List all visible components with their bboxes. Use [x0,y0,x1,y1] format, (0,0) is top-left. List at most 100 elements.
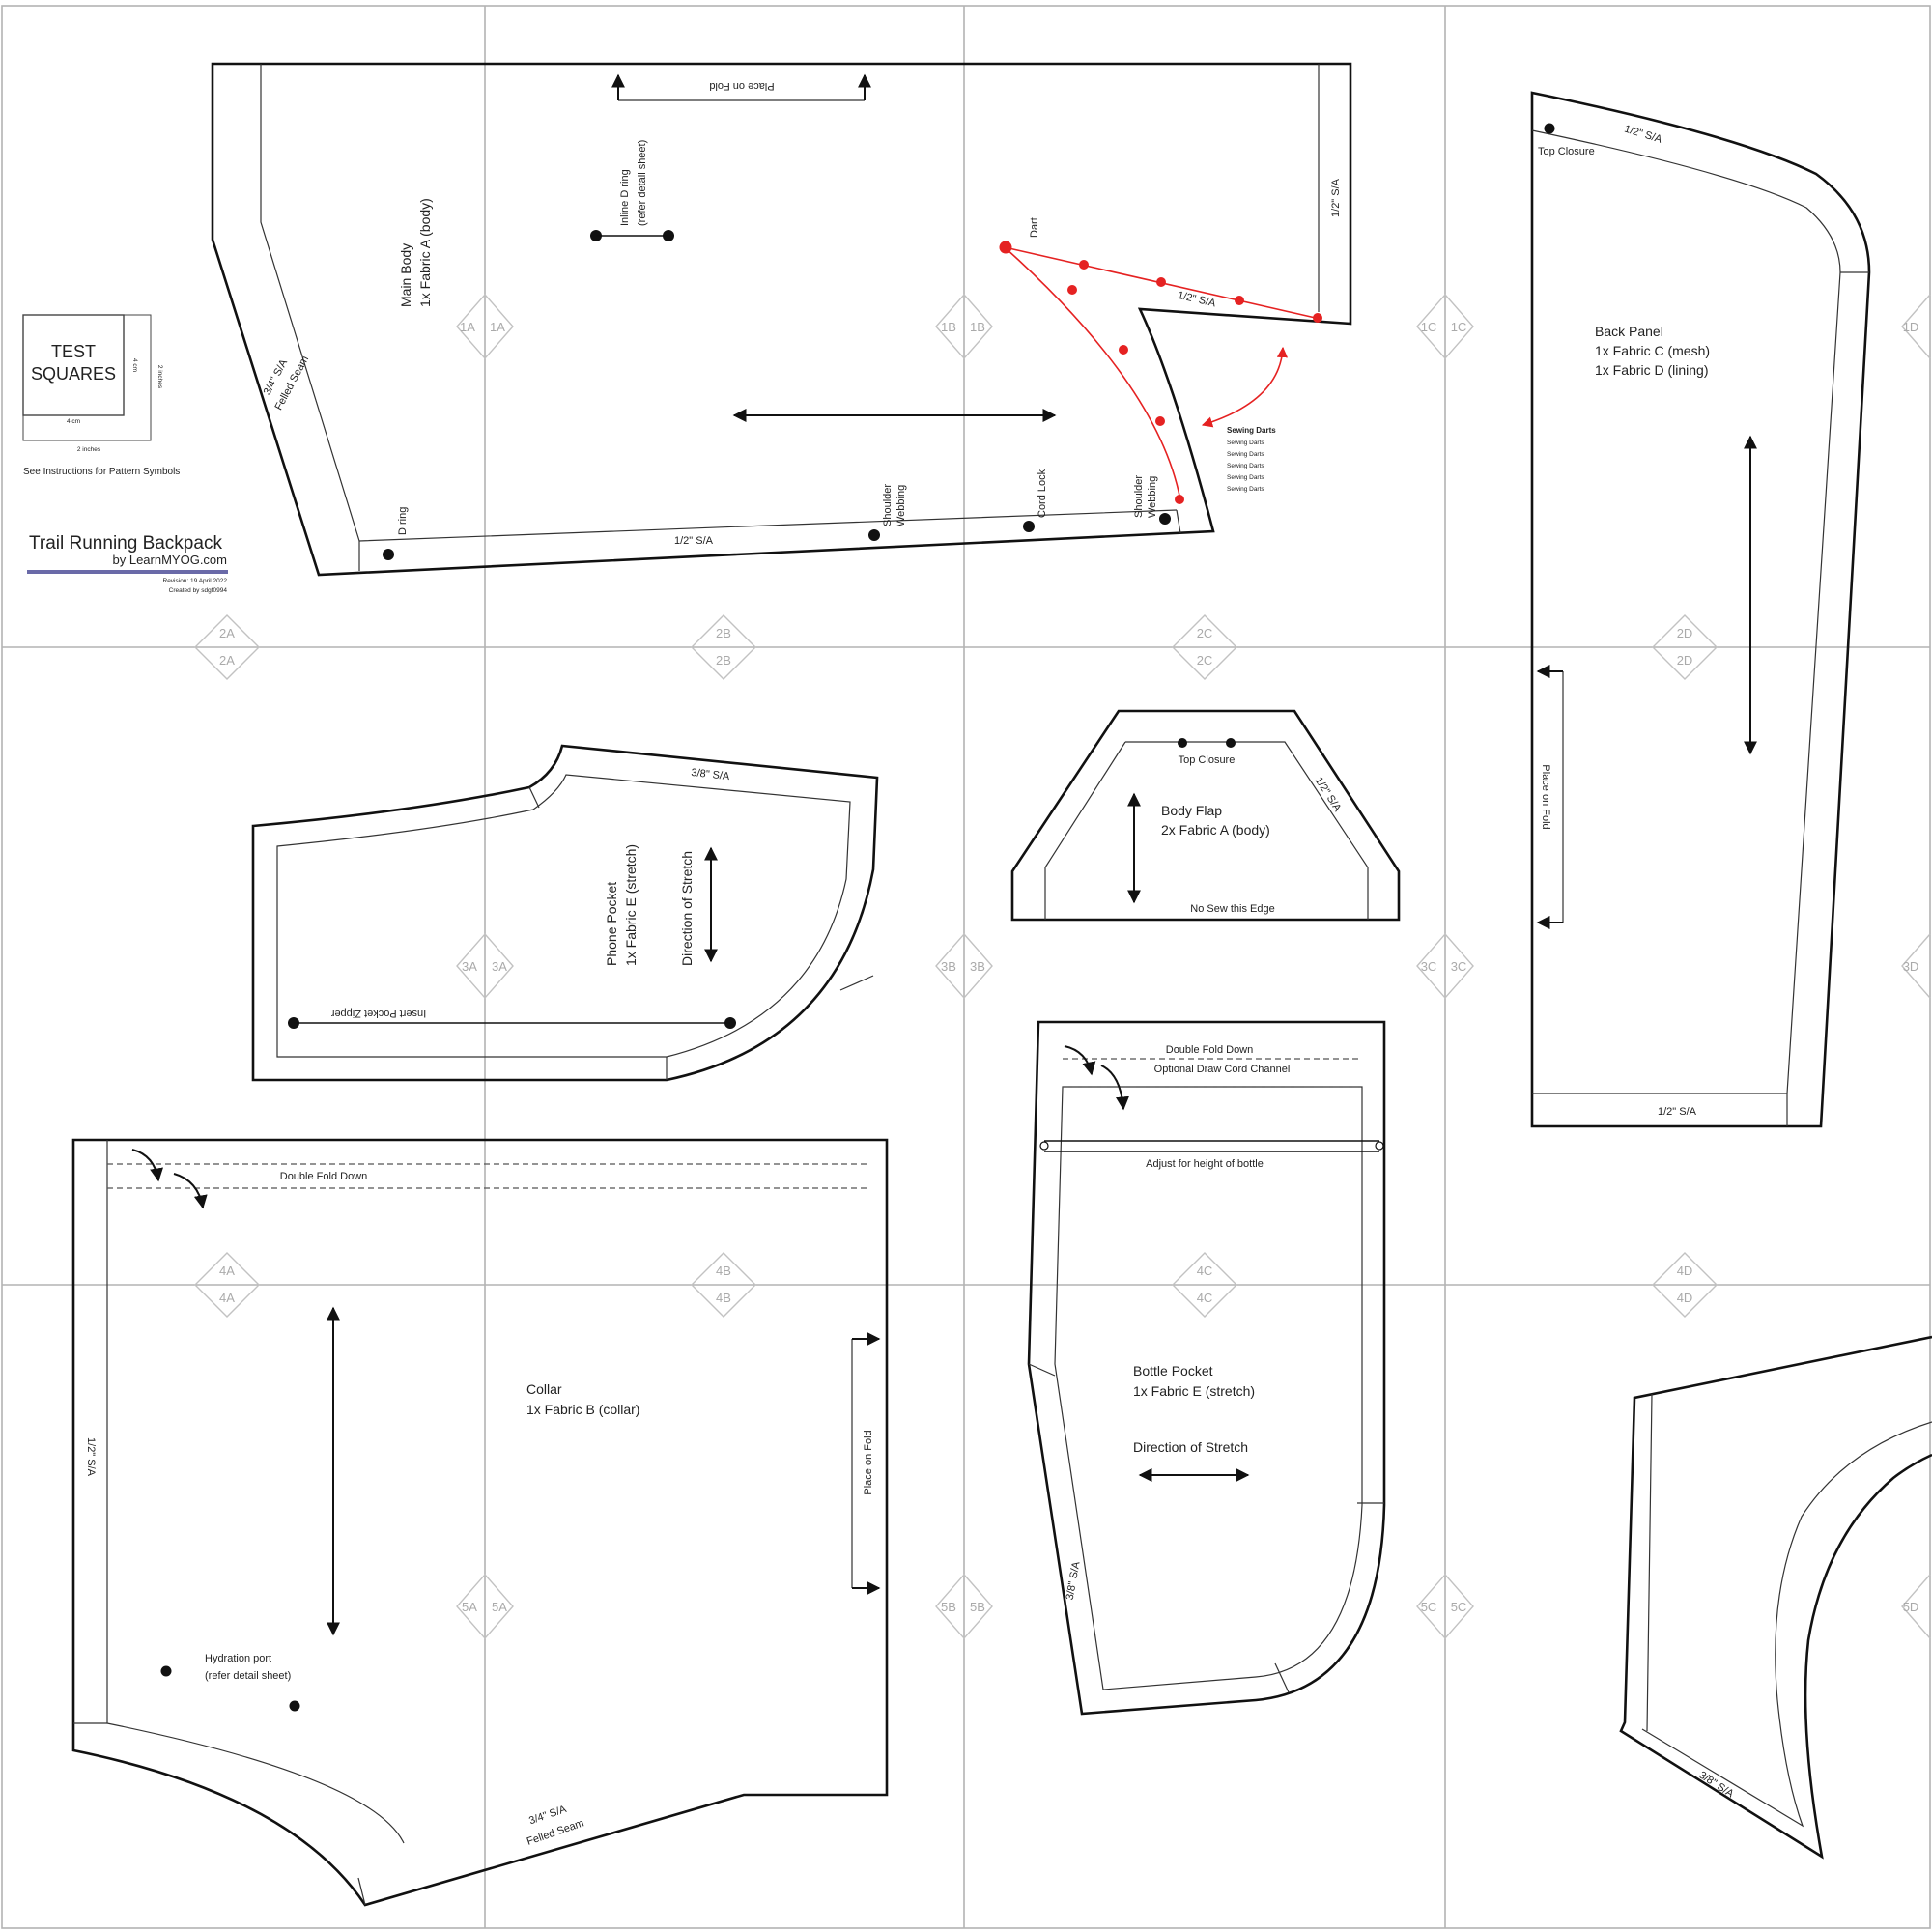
bottle-pocket-name: Bottle Pocket [1133,1363,1213,1378]
dart-sa-label: 1/2" S/A [1177,290,1217,310]
svg-text:4D: 4D [1677,1291,1693,1305]
page-marker-3B: 3B 3B [935,932,993,1000]
bottle-pocket-fabric: 1x Fabric E (stretch) [1133,1383,1255,1399]
body-flap-name: Body Flap [1161,803,1222,818]
cord-lock-label: Cord Lock [1037,469,1048,518]
bottle-pocket-adjust: Adjust for height of bottle [1146,1158,1264,1170]
bottle-pocket-sa: 3/8" S/A [1065,1560,1083,1601]
page-marker-1A: 1A 1A [456,293,514,360]
test-squares: TEST SQUARES 4 cm 2 inches 4 cm 2 inches… [22,314,180,477]
page-marker-4D: 4D 4D [1652,1252,1718,1318]
svg-text:3C: 3C [1451,959,1467,974]
page-marker-4B: 4B 4B [691,1252,756,1318]
svg-text:2C: 2C [1197,626,1213,640]
svg-text:2D: 2D [1677,626,1693,640]
svg-text:3B: 3B [941,959,956,974]
svg-text:4B: 4B [716,1264,731,1278]
back-panel-place-on-fold: Place on Fold [1540,764,1551,829]
svg-text:1A: 1A [460,320,475,334]
d-ring-label: D ring [397,507,409,535]
phone-pocket-fabric: 1x Fabric E (stretch) [623,844,639,966]
test-squares-inch-label: 2 inches [77,446,101,453]
svg-text:3D: 3D [1903,959,1919,974]
svg-text:4C: 4C [1197,1291,1213,1305]
main-body-sa-right: 1/2" S/A [1330,178,1342,217]
title-underline [27,570,228,574]
main-body-sa-bottom: 1/2" S/A [674,535,714,547]
svg-text:4A: 4A [219,1264,235,1278]
sewing-darts-note: Sewing Darts Sewing Darts Sewing Darts S… [1227,426,1276,493]
svg-text:2D: 2D [1677,653,1693,668]
svg-text:1A: 1A [490,320,505,334]
piece-phone-pocket: 3/8" S/A Phone Pocket 1x Fabric E (stret… [251,744,879,1082]
bottle-pocket-double-fold: Double Fold Down [1166,1044,1254,1056]
svg-text:3A: 3A [462,959,477,974]
svg-text:5B: 5B [970,1600,985,1614]
body-flap-fabric: 2x Fabric A (body) [1161,822,1270,838]
svg-text:4B: 4B [716,1291,731,1305]
collar-double-fold: Double Fold Down [280,1171,368,1182]
svg-text:4D: 4D [1677,1264,1693,1278]
page-marker-3C: 3C 3C [1416,932,1474,1000]
page-marker-1D: 1D [1901,294,1931,359]
pattern-symbols-note: See Instructions for Pattern Symbols [23,467,180,477]
piece-body-flap: Top Closure 1/2" S/A Body Flap 2x Fabric… [1010,709,1401,922]
svg-text:2A: 2A [219,653,235,668]
pattern-revision: Revision: 19 April 2022 [163,578,228,584]
svg-text:2B: 2B [716,626,731,640]
sewing-darts-line-4: Sewing Darts [1227,474,1264,481]
shoulder-webbing-label-1: Shoulder [882,484,894,526]
piece-bottle-pocket: Double Fold Down Optional Draw Cord Chan… [1027,1020,1386,1716]
page-marker-4A: 4A 4A [194,1252,260,1318]
main-body-fabric: 1x Fabric A (body) [417,198,433,307]
collar-sa-left: 1/2" S/A [85,1437,97,1477]
shoulder-webbing-label-1b: Webbing [895,485,907,526]
page-marker-2B: 2B 2B [691,614,756,680]
pattern-creator: Created by sdgf0994 [169,587,228,594]
inline-d-ring-label: Inline D ring [619,169,631,226]
test-squares-inch-side: 2 inches [156,365,163,389]
test-squares-cm-side: 4 cm [131,358,138,372]
back-panel-sa-bottom: 1/2" S/A [1658,1106,1697,1118]
svg-text:2A: 2A [219,626,235,640]
piece-partial-bottom-right: 3/8" S/A [1619,1335,1932,1860]
collar-place-on-fold: Place on Fold [863,1430,874,1494]
phone-pocket-name: Phone Pocket [604,882,619,966]
main-body-name: Main Body [398,243,413,307]
page-marker-5B: 5B 5B [935,1573,993,1640]
tile-grid [1,5,1931,1929]
svg-text:1B: 1B [970,320,985,334]
back-panel-sa-top: 1/2" S/A [1623,124,1663,146]
test-squares-title-1: TEST [51,342,96,361]
title-block: Trail Running Backpack by LearnMYOG.com … [27,533,228,594]
bottle-pocket-direction: Direction of Stretch [1133,1439,1248,1455]
svg-text:3B: 3B [970,959,985,974]
sewing-darts-line-2: Sewing Darts [1227,451,1264,458]
shoulder-webbing-label-2b: Webbing [1147,476,1158,518]
svg-text:2B: 2B [716,653,731,668]
inline-d-ring-note: (refer detail sheet) [637,140,648,226]
sewing-darts-line-3: Sewing Darts [1227,463,1264,469]
svg-text:1C: 1C [1421,320,1437,334]
page-marker-5D: 5D [1901,1574,1931,1639]
svg-text:5B: 5B [941,1600,956,1614]
test-squares-title-2: SQUARES [31,364,116,384]
piece-back-panel: Top Closure 1/2" S/A Back Panel 1x Fabri… [1530,91,1871,1128]
pattern-title: Trail Running Backpack [29,533,222,554]
piece-collar: Double Fold Down 1/2" S/A Collar 1x Fabr… [71,1138,889,1907]
svg-text:4A: 4A [219,1291,235,1305]
phone-pocket-direction: Direction of Stretch [679,851,695,966]
page-marker-2A: 2A 2A [194,614,260,680]
sewing-darts-line-1: Sewing Darts [1227,440,1264,446]
svg-text:3C: 3C [1421,959,1437,974]
back-panel-fabric-1: 1x Fabric C (mesh) [1595,343,1710,358]
sewing-darts-title: Sewing Darts [1227,426,1276,435]
bottle-pocket-draw-cord: Optional Draw Cord Channel [1154,1064,1291,1075]
svg-text:5A: 5A [462,1600,477,1614]
svg-text:5C: 5C [1421,1600,1437,1614]
